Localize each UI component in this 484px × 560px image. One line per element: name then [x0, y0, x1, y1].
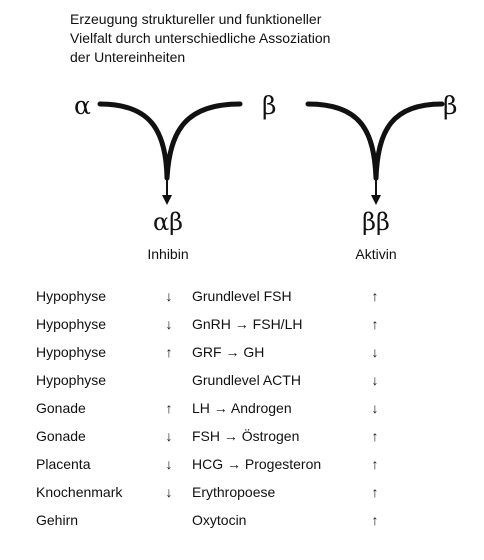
arc-beta-left-to-aktivin [305, 101, 379, 181]
hormone-label: GnRH → FSH/LH [192, 316, 303, 332]
inhibin-effect-arrow: ↑ [165, 400, 173, 416]
arc-beta-right-to-aktivin [373, 101, 445, 181]
hormone-label: Erythropoese [192, 484, 276, 500]
inhibin-effect-arrow: ↓ [165, 428, 173, 444]
effect-row: Knochenmark ↓ Erythropoese ↑ [36, 482, 396, 510]
organ-label: Knochenmark [36, 484, 123, 500]
effect-row: Hypophyse ↓ GnRH → FSH/LH ↑ [36, 314, 396, 342]
organ-label: Gonade [36, 428, 86, 444]
effect-row: Gonade ↑ LH → Androgen ↓ [36, 398, 396, 426]
hormone-label: HCG → Progesteron [192, 456, 322, 472]
effect-row: Hypophyse ↓ Grundlevel FSH ↑ [36, 286, 396, 314]
aktivin-effect-arrow: ↓ [371, 344, 379, 360]
inhibin-effect-arrow: ↓ [165, 484, 173, 500]
product-aktivin-symbol: ββ [362, 208, 390, 236]
hormone-label: FSH → Östrogen [192, 428, 300, 444]
inhibin-effect-arrow: ↓ [165, 456, 173, 472]
subunit-alpha-label: α [74, 91, 91, 120]
effect-row: Hypophyse Grundlevel ACTH ↓ [36, 370, 396, 398]
inhibin-effect-arrow: ↓ [165, 288, 173, 304]
hormone-label: Oxytocin [192, 512, 247, 528]
effect-row: Hypophyse ↑ GRF → GH ↓ [36, 342, 396, 370]
arc-beta-to-inhibin [164, 101, 243, 181]
inhibin-effect-arrow: ↑ [165, 344, 173, 360]
arc-alpha-to-inhibin [97, 101, 170, 181]
organ-label: Gehirn [36, 512, 79, 528]
hormone-label: Grundlevel ACTH [192, 372, 301, 388]
hormone-label: Grundlevel FSH [192, 288, 292, 304]
organ-label: Placenta [36, 456, 91, 472]
hormone-label: GRF → GH [192, 344, 265, 360]
aktivin-effect-arrow: ↑ [371, 288, 379, 304]
effect-row: Gonade ↓ FSH → Östrogen ↑ [36, 426, 396, 454]
organ-label: Gonade [36, 400, 86, 416]
organ-label: Hypophyse [36, 316, 107, 332]
effect-row: Gehirn Oxytocin ↑ [36, 510, 396, 538]
aktivin-effect-arrow: ↓ [371, 400, 379, 416]
aktivin-effect-arrow: ↑ [371, 512, 379, 528]
aktivin-effect-arrow: ↑ [371, 484, 379, 500]
aktivin-effect-arrow: ↓ [371, 372, 379, 388]
inhibin-effect-arrow: ↓ [165, 316, 173, 332]
organ-label: Hypophyse [36, 288, 107, 304]
product-inhibin-name: Inhibin [147, 246, 189, 262]
product-aktivin-name: Aktivin [355, 246, 397, 262]
effect-row: Placenta ↓ HCG → Progesteron ↑ [36, 454, 396, 482]
title-line-1: Erzeugung struktureller und funktionelle… [70, 11, 322, 27]
aktivin-effect-arrow: ↑ [371, 316, 379, 332]
hormone-label: LH → Androgen [192, 400, 292, 416]
effects-table: Hypophyse ↓ Grundlevel FSH ↑ Hypophyse ↓ GnRH … [36, 286, 396, 538]
subunit-beta-right-label: β [443, 91, 458, 120]
subunit-beta-middle-label: β [262, 91, 277, 120]
diagram-title: Erzeugung struktureller und funktionelle… [70, 10, 470, 67]
title-line-2: Vielfalt durch unterschiedliche Assoziat… [70, 30, 331, 46]
aktivin-effect-arrow: ↑ [371, 428, 379, 444]
product-inhibin-symbol: αβ [152, 208, 184, 236]
title-line-3: der Untereinheiten [70, 49, 186, 65]
organ-label: Hypophyse [36, 372, 107, 388]
aktivin-effect-arrow: ↑ [371, 456, 379, 472]
organ-label: Hypophyse [36, 344, 107, 360]
